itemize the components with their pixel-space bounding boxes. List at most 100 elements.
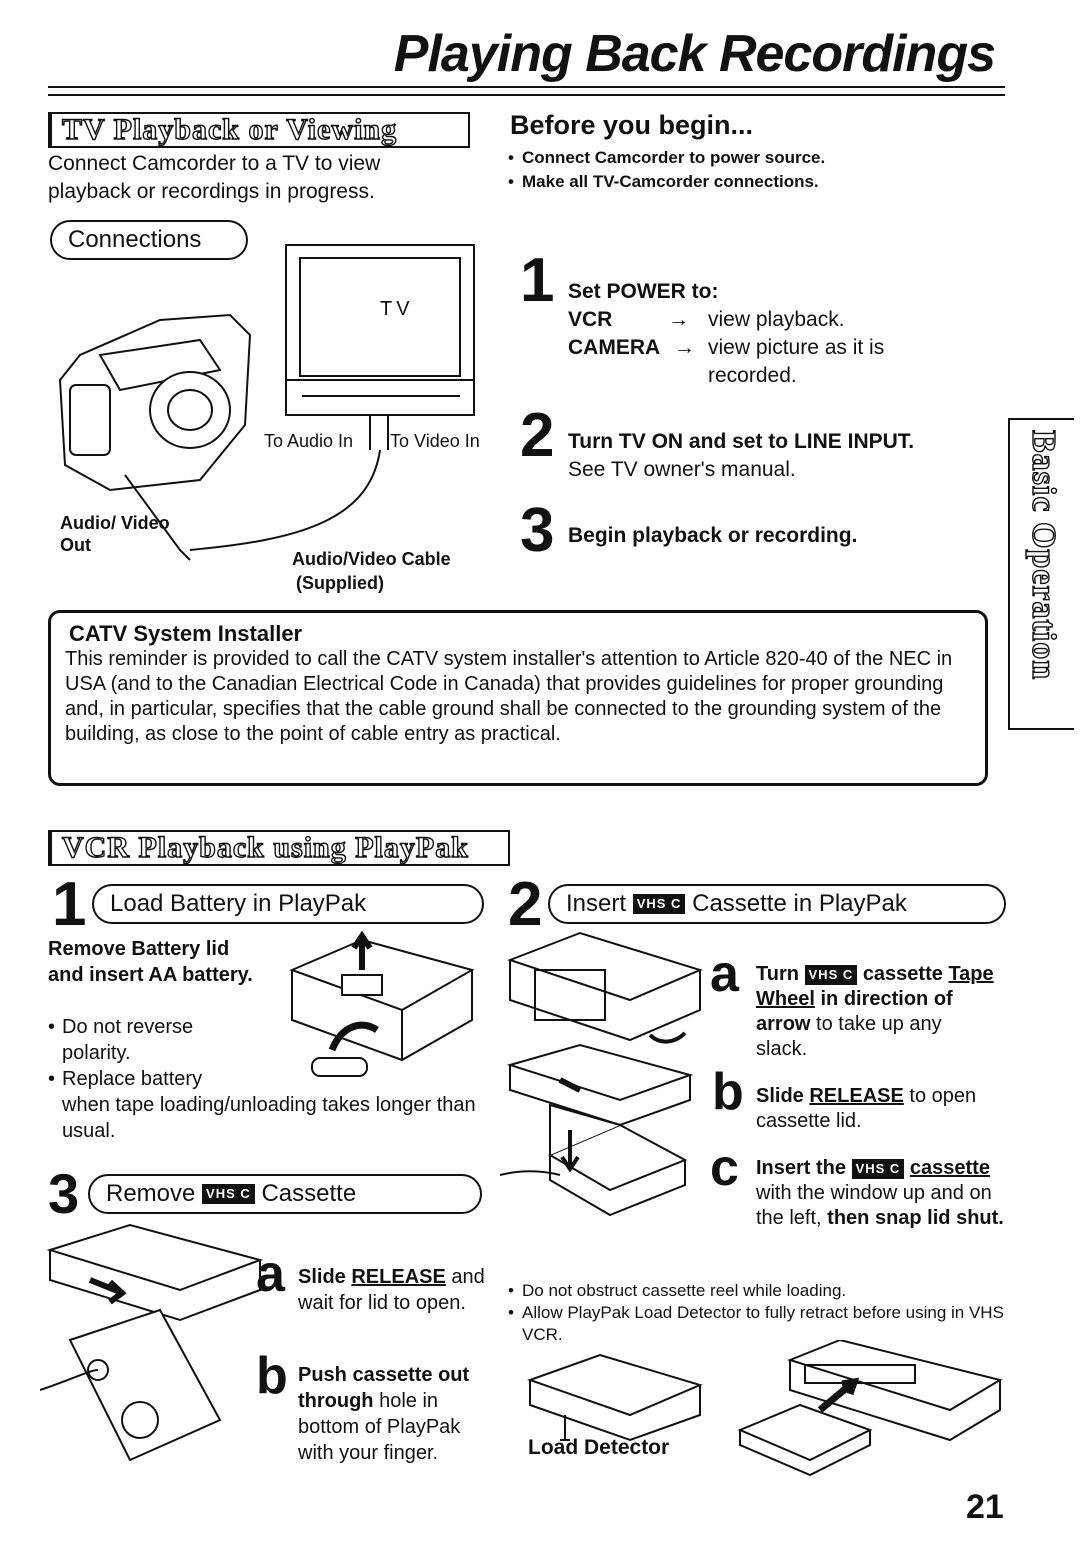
- cassette-in-playpak-text: Cassette in PlayPak: [692, 890, 907, 917]
- insert-note: Allow PlayPak Load Detector to fully ret…: [508, 1302, 1008, 1346]
- remove-cassette-label: Remove VHS C Cassette: [88, 1174, 482, 1214]
- before-item: Connect Camcorder to power source.: [508, 146, 968, 170]
- remove-step-b-text: Push cassette out through hole in bottom…: [298, 1362, 488, 1466]
- connections-label: Connections: [50, 220, 248, 260]
- vcr-playback-heading: VCR Playback using PlayPak: [61, 830, 469, 864]
- remove-cassette-illustration: [40, 1223, 264, 1462]
- snap-lid-text: then snap lid shut.: [827, 1207, 1004, 1229]
- step-2-number: 2: [520, 401, 555, 470]
- to-audio-in-label: To Audio In: [264, 431, 354, 451]
- open-lid-text: to open cassette lid.: [756, 1085, 977, 1132]
- cassette-word: cassette: [862, 963, 943, 985]
- audio-video-out-label: Audio/ Video Out: [60, 513, 170, 555]
- step-3-number: 3: [520, 496, 555, 565]
- title-rule: [48, 86, 1005, 96]
- vhs-c-logo: VHS C: [202, 1184, 255, 1204]
- page-title: Playing Back Recordings: [393, 25, 996, 83]
- push-rest-text: hole in bottom of PlayPak with your fing…: [298, 1390, 461, 1464]
- load-detector-label: Load Detector: [528, 1436, 670, 1459]
- before-heading: Before you begin...: [510, 110, 754, 140]
- vcr-step-2-number: 2: [508, 870, 543, 939]
- insert-step-a-letter: a: [710, 945, 739, 1003]
- battery-trail: when tape loading/unloading takes longer…: [62, 1094, 476, 1142]
- vhs-c-logo: VHS C: [632, 894, 686, 914]
- step-3-title: Begin playback or recording.: [568, 524, 858, 547]
- side-tab-label: Basic Operation: [1024, 429, 1062, 681]
- step-2-sub: See TV owner's manual.: [568, 458, 796, 481]
- mode-vcr: VCR: [568, 308, 613, 331]
- insert-cassette-illustration: [500, 931, 703, 1217]
- insert-step-c-letter: c: [710, 1139, 739, 1197]
- remove-step-b-letter: b: [256, 1347, 288, 1405]
- load-battery-label: Load Battery in PlayPak: [92, 884, 484, 924]
- catv-box: CATV System Installer This reminder is p…: [48, 610, 988, 786]
- tv-playback-heading: TV Playback or Viewing: [61, 112, 398, 146]
- tv-label: TV: [380, 298, 414, 320]
- step-1-rows: VCR → view playback. CAMERA → view picture a…: [568, 306, 948, 390]
- battery-illustration: [289, 930, 475, 1077]
- remove-step-a-letter: a: [256, 1245, 285, 1303]
- slide-text: Slide: [298, 1266, 346, 1288]
- tv-screen: [299, 257, 461, 377]
- vcr-step-1-number: 1: [52, 870, 87, 939]
- battery-bullet: Replace battery: [48, 1066, 258, 1092]
- turn-text: Turn: [756, 963, 799, 985]
- connection-diagram: [58, 244, 475, 561]
- insert-notes: Do not obstruct cassette reel while load…: [508, 1280, 1008, 1346]
- page-number: 21: [966, 1488, 1004, 1526]
- camcorder-illustration: [58, 313, 252, 561]
- battery-bullets: Do not reverse polarity. Replace battery: [48, 1014, 258, 1092]
- insert-cassette-label: Insert VHS C Cassette in PlayPak: [548, 884, 1006, 924]
- mode-vcr-desc: view playback.: [708, 308, 845, 331]
- insert-step-b-letter: b: [712, 1063, 744, 1121]
- insert-step-a-text: Turn VHS C cassette Tape Wheel in direct…: [756, 962, 996, 1062]
- battery-bullet: Do not reverse polarity.: [48, 1014, 258, 1066]
- vhs-c-logo: VHS C: [804, 964, 858, 985]
- connections-text: Connections: [68, 226, 202, 253]
- cable-label: Audio/Video Cable: [292, 549, 451, 569]
- cassette-text: Cassette: [261, 1180, 357, 1207]
- step-2-title: Turn TV ON and set to LINE INPUT.: [568, 430, 915, 453]
- tv-playback-heading-box: TV Playback or Viewing: [48, 112, 470, 148]
- wait-text: and wait for lid to open.: [298, 1266, 485, 1314]
- insert-note: Do not obstruct cassette reel while load…: [508, 1280, 1008, 1302]
- window-text: with the window up and on the left,: [756, 1182, 992, 1229]
- load-battery-text: Load Battery in PlayPak: [110, 890, 367, 917]
- step-1-number: 1: [520, 246, 555, 315]
- vcr-playback-heading-box: VCR Playback using PlayPak: [48, 830, 510, 866]
- arrow-icon: →: [668, 308, 689, 331]
- push-cassette-text: Push cassette out through: [298, 1364, 470, 1412]
- remove-text: Remove: [106, 1180, 196, 1207]
- insert-step-c-text: Insert the VHS C cassette with the windo…: [756, 1156, 1018, 1231]
- in-text: in: [820, 988, 839, 1010]
- side-tab: Basic Operation: [1008, 418, 1074, 730]
- slide-text: Slide: [756, 1085, 804, 1107]
- mode-camera: CAMERA: [568, 336, 661, 359]
- tv-body: [285, 244, 475, 416]
- step-1-title: Set POWER to:: [568, 280, 719, 303]
- tape-wheel-text: Tape Wheel: [756, 963, 994, 1010]
- battery-lead: Remove Battery lid and insert AA battery…: [48, 938, 253, 986]
- release-text: RELEASE: [351, 1266, 446, 1288]
- mode-camera-desc: view picture as it is recorded.: [708, 336, 885, 387]
- remove-step-a-text: Slide RELEASE and wait for lid to open.: [298, 1264, 488, 1316]
- vcr-step-3-number: 3: [48, 1162, 80, 1225]
- catv-heading: CATV System Installer: [69, 621, 303, 646]
- release-text: RELEASE: [809, 1085, 904, 1107]
- before-list: Connect Camcorder to power source. Make …: [508, 146, 968, 194]
- cable-note: (Supplied): [296, 573, 384, 593]
- insert-text: Insert: [566, 890, 627, 917]
- insert-step-b-text: Slide RELEASE to open cassette lid.: [756, 1084, 996, 1134]
- slack-text: to take up any slack.: [756, 1013, 942, 1060]
- load-detector-illustration: [527, 1340, 1003, 1477]
- before-item: Make all TV-Camcorder connections.: [508, 170, 968, 194]
- arrow-icon: →: [674, 336, 695, 359]
- tv-intro: Connect Camcorder to a TV to view playba…: [48, 152, 381, 203]
- cassette-word: cassette: [909, 1157, 990, 1179]
- catv-body: This reminder is provided to call the CA…: [65, 648, 953, 745]
- aa-battery-icon: [311, 1057, 368, 1077]
- to-video-in-label: To Video In: [390, 431, 480, 451]
- direction-text: direction of arrow: [756, 988, 953, 1035]
- vhs-c-logo: VHS C: [851, 1158, 905, 1179]
- insert-the-text: Insert the: [756, 1157, 847, 1179]
